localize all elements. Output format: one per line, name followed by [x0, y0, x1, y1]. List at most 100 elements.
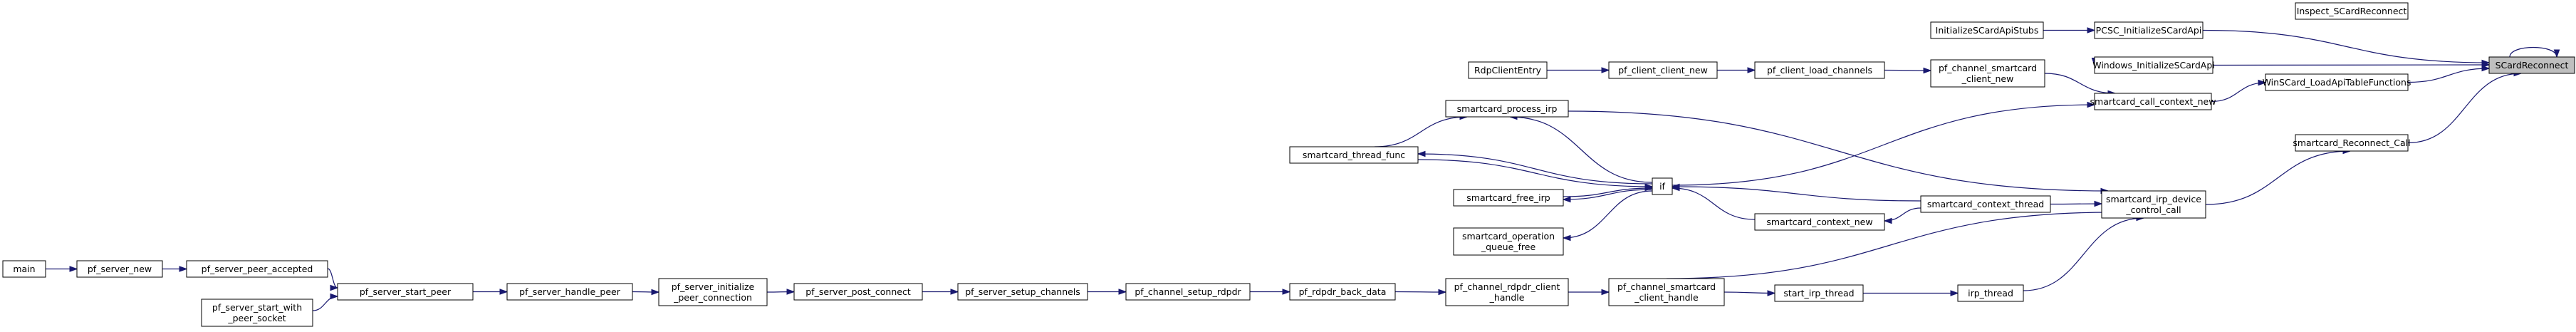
node-callctx[interactable]: smartcard_call_context_new [2090, 93, 2216, 110]
edge-freeirp-if-line [1563, 187, 1653, 197]
node-box [2094, 93, 2212, 110]
node-if[interactable]: if [1652, 177, 1673, 195]
node-backdata[interactable]: pf_rdpdr_back_data [1289, 283, 1396, 301]
node-initstubs[interactable]: InitializeSCardApiStubs [1930, 21, 2044, 39]
node-reconcall[interactable]: smartcard_Reconnect_Call [2293, 134, 2411, 152]
node-chsc[interactable]: pf_channel_smartcard_client_new [1930, 59, 2045, 88]
node-accepted[interactable]: pf_server_peer_accepted [186, 260, 328, 278]
edge-initstubs-pcsc [2043, 27, 2096, 33]
edge-irpdev-reconcall-line [2205, 150, 2351, 205]
edge-setuprdpdr-backdata-arrowhead [1282, 289, 1291, 295]
edge-startsock-startpeer-arrowhead [330, 293, 339, 300]
edge-if-procirp-line [1509, 116, 1653, 183]
node-box [1453, 189, 1564, 207]
node-label: main [13, 264, 35, 274]
node-label: WinSCard_LoadApiTableFunctions [2263, 77, 2411, 88]
edge-if-freeirp-arrowhead [1562, 196, 1571, 203]
node-label: pf_server_setup_channels [965, 286, 1080, 297]
node-inspect[interactable]: Inspect_SCardReconnect [2295, 2, 2409, 20]
edge-clientnew-loadch-arrowhead [1747, 67, 1756, 73]
edge-if-callctx [1672, 101, 2096, 186]
node-box [957, 283, 1088, 301]
node-box [1930, 21, 2044, 39]
edge-procirp-irpdev-line [1568, 110, 2109, 192]
node-box [1608, 278, 1725, 306]
node-wininit[interactable]: Windows_InitializeSCardApi [2092, 56, 2215, 74]
node-rdpdrhandle[interactable]: pf_channel_rdpdr_client_handle [1445, 278, 1569, 306]
node-box [2295, 134, 2409, 152]
edge-irpthread-irpdev [2023, 214, 2145, 291]
node-opfree[interactable]: smartcard_operation_queue_free [1453, 227, 1564, 256]
edge-callctx-loadapi-line [2211, 82, 2266, 103]
node-freeirp[interactable]: smartcard_free_irp [1453, 189, 1564, 207]
node-setuprdpdr[interactable]: pf_channel_setup_rdpdr [1125, 283, 1251, 301]
call-graph-edges [46, 27, 2560, 311]
edge-if-opfree [1562, 190, 1653, 242]
node-label: pf_rdpdr_back_data [1299, 286, 1387, 297]
edge-chschandle-startirp [1724, 290, 1776, 296]
node-startirp[interactable]: start_irp_thread [1774, 284, 1864, 302]
edge-chsc-callctx [2044, 73, 2117, 97]
edge-handlepeer-initpeer [632, 289, 660, 296]
node-ctxthread[interactable]: smartcard_context_thread [1920, 195, 2051, 213]
edge-accepted-startpeer-arrowhead [330, 284, 339, 291]
node-label: pf_client_load_channels [1767, 65, 1872, 76]
node-startsock[interactable]: pf_server_start_with_peer_socket [201, 299, 313, 327]
node-label: smartcard_process_irp [1457, 103, 1558, 114]
node-procirp[interactable]: smartcard_process_irp [1445, 100, 1569, 118]
node-loadapi[interactable]: WinSCard_LoadApiTableFunctions [2263, 73, 2411, 91]
edge-loadch-chsc-arrowhead [1923, 67, 1932, 74]
edge-rdpentry-clientnew [1547, 67, 1610, 73]
node-box [793, 283, 923, 301]
node-chschandle[interactable]: pf_channel_smartcard_client_handle [1608, 278, 1725, 306]
node-servernew[interactable]: pf_server_new [76, 260, 163, 278]
edge-procirp-irpdev [1568, 110, 2110, 194]
edge-startirp-irpthread [1863, 290, 1959, 296]
node-box [2295, 2, 2409, 20]
node-main[interactable]: main [2, 260, 46, 278]
node-label: Windows_InitializeSCardApi [2092, 60, 2215, 71]
node-setupch[interactable]: pf_server_setup_channels [957, 283, 1088, 301]
node-rdpentry[interactable]: RdpClientEntry [1468, 61, 1548, 79]
node-label: SCardReconnect [2496, 60, 2569, 71]
edge-backdata-rdpdrhandle-line [1394, 291, 1446, 293]
edge-thfunc-if-line [1417, 159, 1653, 187]
edge-ctxnew-if [1671, 185, 1756, 220]
node-box [1125, 283, 1251, 301]
node-loadch[interactable]: pf_client_load_channels [1754, 61, 1885, 79]
node-irpdev[interactable]: smartcard_irp_device_control_call [2101, 190, 2206, 219]
edge-root-self-arrowhead [2553, 49, 2560, 58]
edge-rdpentry-clientnew-arrowhead [1601, 67, 1610, 73]
edge-accepted-startpeer [327, 268, 339, 291]
node-box [2101, 190, 2206, 219]
node-label: smartcard_irp_device [2106, 194, 2201, 204]
node-box [1289, 146, 1419, 164]
edge-freeirp-if [1563, 185, 1654, 197]
node-label: _handle [1489, 292, 1525, 303]
node-ctxnew[interactable]: smartcard_context_new [1754, 213, 1885, 231]
node-thfunc[interactable]: smartcard_thread_func [1289, 146, 1419, 164]
node-clientnew[interactable]: pf_client_client_new [1608, 61, 1718, 79]
edge-callctx-loadapi-arrowhead [2258, 79, 2267, 86]
edge-irpdev-reconcall [2205, 147, 2352, 205]
edge-wininit-root-line [2212, 64, 2490, 66]
node-label: if [1659, 181, 1665, 192]
node-label: _client_new [1961, 73, 2014, 84]
node-box [1445, 278, 1569, 306]
edge-initpeer-postconn [766, 289, 796, 295]
node-label: pf_server_initialize [672, 281, 755, 292]
node-pcsc[interactable]: PCSC_InitializeSCardApi [2094, 21, 2204, 39]
edge-if-opfree-line [1563, 190, 1653, 239]
node-box [658, 278, 768, 306]
node-startpeer[interactable]: pf_server_start_peer [337, 283, 474, 301]
node-handlepeer[interactable]: pf_server_handle_peer [506, 283, 633, 301]
node-irpthread[interactable]: irp_thread [1957, 284, 2024, 302]
edge-accepted-startpeer-line [327, 268, 338, 289]
edge-wininit-root [2212, 61, 2491, 68]
edge-if-freeirp [1562, 189, 1653, 203]
node-initpeer[interactable]: pf_server_initialize_peer_connection [658, 278, 768, 306]
node-label: start_irp_thread [1783, 288, 1854, 299]
node-postconn[interactable]: pf_server_post_connect [793, 283, 923, 301]
edge-pcsc-root [2202, 29, 2491, 66]
